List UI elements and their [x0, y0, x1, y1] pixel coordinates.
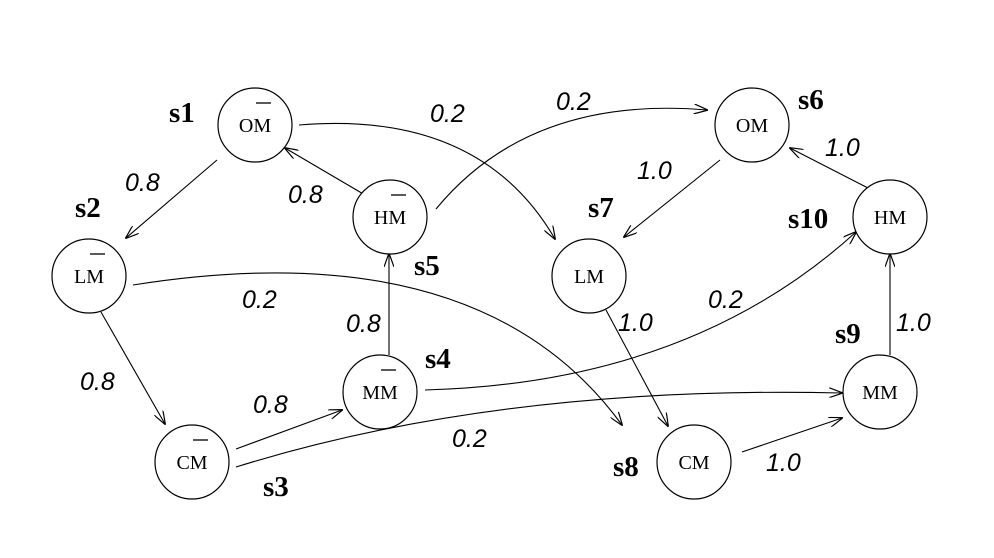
prob-label-s1-to-s2: 0.8 — [125, 169, 160, 197]
edge-s2-to-s8 — [132, 272, 622, 425]
state-label-s1: s1 — [169, 97, 195, 129]
prob-label-s5-to-s1: 0.8 — [288, 181, 323, 209]
node-s1-circle — [217, 87, 293, 163]
state-label-s9: s9 — [835, 318, 861, 350]
prob-label-s6-to-s7: 1.0 — [637, 157, 672, 185]
node-s2-circle — [51, 238, 127, 314]
node-s9: MM — [842, 354, 918, 430]
node-s9-circle — [842, 354, 918, 430]
state-label-s8: s8 — [613, 451, 639, 483]
node-s5-circle — [352, 179, 428, 255]
edge-s5-to-s1 — [285, 148, 366, 196]
prob-label-s4-to-s5: 0.8 — [346, 310, 381, 338]
prob-label-s2-to-s8: 0.2 — [242, 286, 277, 314]
node-s3-abbr: CM — [176, 452, 207, 474]
node-s5-abbr: HM — [374, 207, 406, 229]
node-s7-abbr: LM — [574, 266, 604, 288]
node-s3: CM — [154, 424, 230, 500]
node-s2: LM — [51, 238, 127, 314]
edge-s1-to-s7 — [298, 122, 555, 239]
node-s10-abbr: HM — [874, 207, 906, 229]
node-s4: MM — [342, 354, 418, 430]
node-s2-abbr: LM — [74, 266, 104, 288]
node-s8-abbr: CM — [678, 452, 709, 474]
edge-s3-to-s9 — [235, 392, 842, 468]
node-s6-circle — [714, 87, 790, 163]
prob-label-s3-to-s4: 0.8 — [253, 391, 288, 419]
node-s6-abbr: OM — [736, 115, 768, 137]
edges-layer — [100, 108, 890, 468]
node-s5: HM — [352, 179, 428, 255]
node-s10-circle — [852, 179, 928, 255]
edge-s7-to-s8 — [605, 309, 668, 426]
edge-s1-to-s2 — [126, 159, 218, 238]
state-label-s6: s6 — [798, 84, 824, 116]
node-s1-abbr: OM — [239, 115, 271, 137]
state-label-s10: s10 — [788, 203, 828, 235]
prob-label-s1-to-s7: 0.2 — [430, 100, 465, 128]
edge-s8-to-s9 — [741, 418, 842, 453]
node-s7: LM — [551, 238, 627, 314]
node-s3-circle — [154, 424, 230, 500]
node-s4-abbr: MM — [362, 382, 398, 404]
prob-label-s4-to-s10: 0.2 — [708, 286, 743, 314]
prob-label-s5-to-s6: 0.2 — [556, 88, 591, 116]
prob-label-s10-to-s6: 1.0 — [825, 134, 860, 162]
node-s8-circle — [656, 424, 732, 500]
prob-label-s8-to-s9: 1.0 — [766, 449, 801, 477]
node-s10: HM — [852, 179, 928, 255]
node-s6: OM — [714, 87, 790, 163]
state-label-s5: s5 — [414, 250, 440, 282]
state-label-s4: s4 — [425, 343, 451, 375]
edge-s3-to-s4 — [235, 410, 342, 450]
node-s8: CM — [656, 424, 732, 500]
edge-s6-to-s7 — [624, 159, 721, 237]
state-label-s3: s3 — [263, 471, 289, 503]
prob-label-s7-to-s8: 1.0 — [618, 309, 653, 337]
edge-s10-to-s6 — [790, 148, 869, 189]
edge-s2-to-s3 — [100, 311, 165, 424]
labels-layer: 0.8 0.2 0.8 0.2 0.8 0.2 0.8 0.2 0.8 0.2 1.0 1.0 1.0 1… — [75, 84, 931, 503]
edge-s5-to-s6 — [435, 108, 707, 210]
prob-label-s3-to-s9: 0.2 — [452, 425, 487, 453]
prob-label-s2-to-s3: 0.8 — [80, 368, 115, 396]
edge-s4-to-s10 — [424, 232, 856, 391]
nodes-layer: OM LM CM MM HM OM LM CM MM HM — [51, 87, 928, 500]
node-s7-circle — [551, 238, 627, 314]
node-s9-abbr: MM — [862, 382, 898, 404]
prob-label-s9-to-s10: 1.0 — [896, 309, 931, 337]
state-label-s7: s7 — [588, 192, 614, 224]
state-label-s2: s2 — [75, 192, 101, 224]
node-s4-circle — [342, 354, 418, 430]
node-s1: OM — [217, 87, 293, 163]
